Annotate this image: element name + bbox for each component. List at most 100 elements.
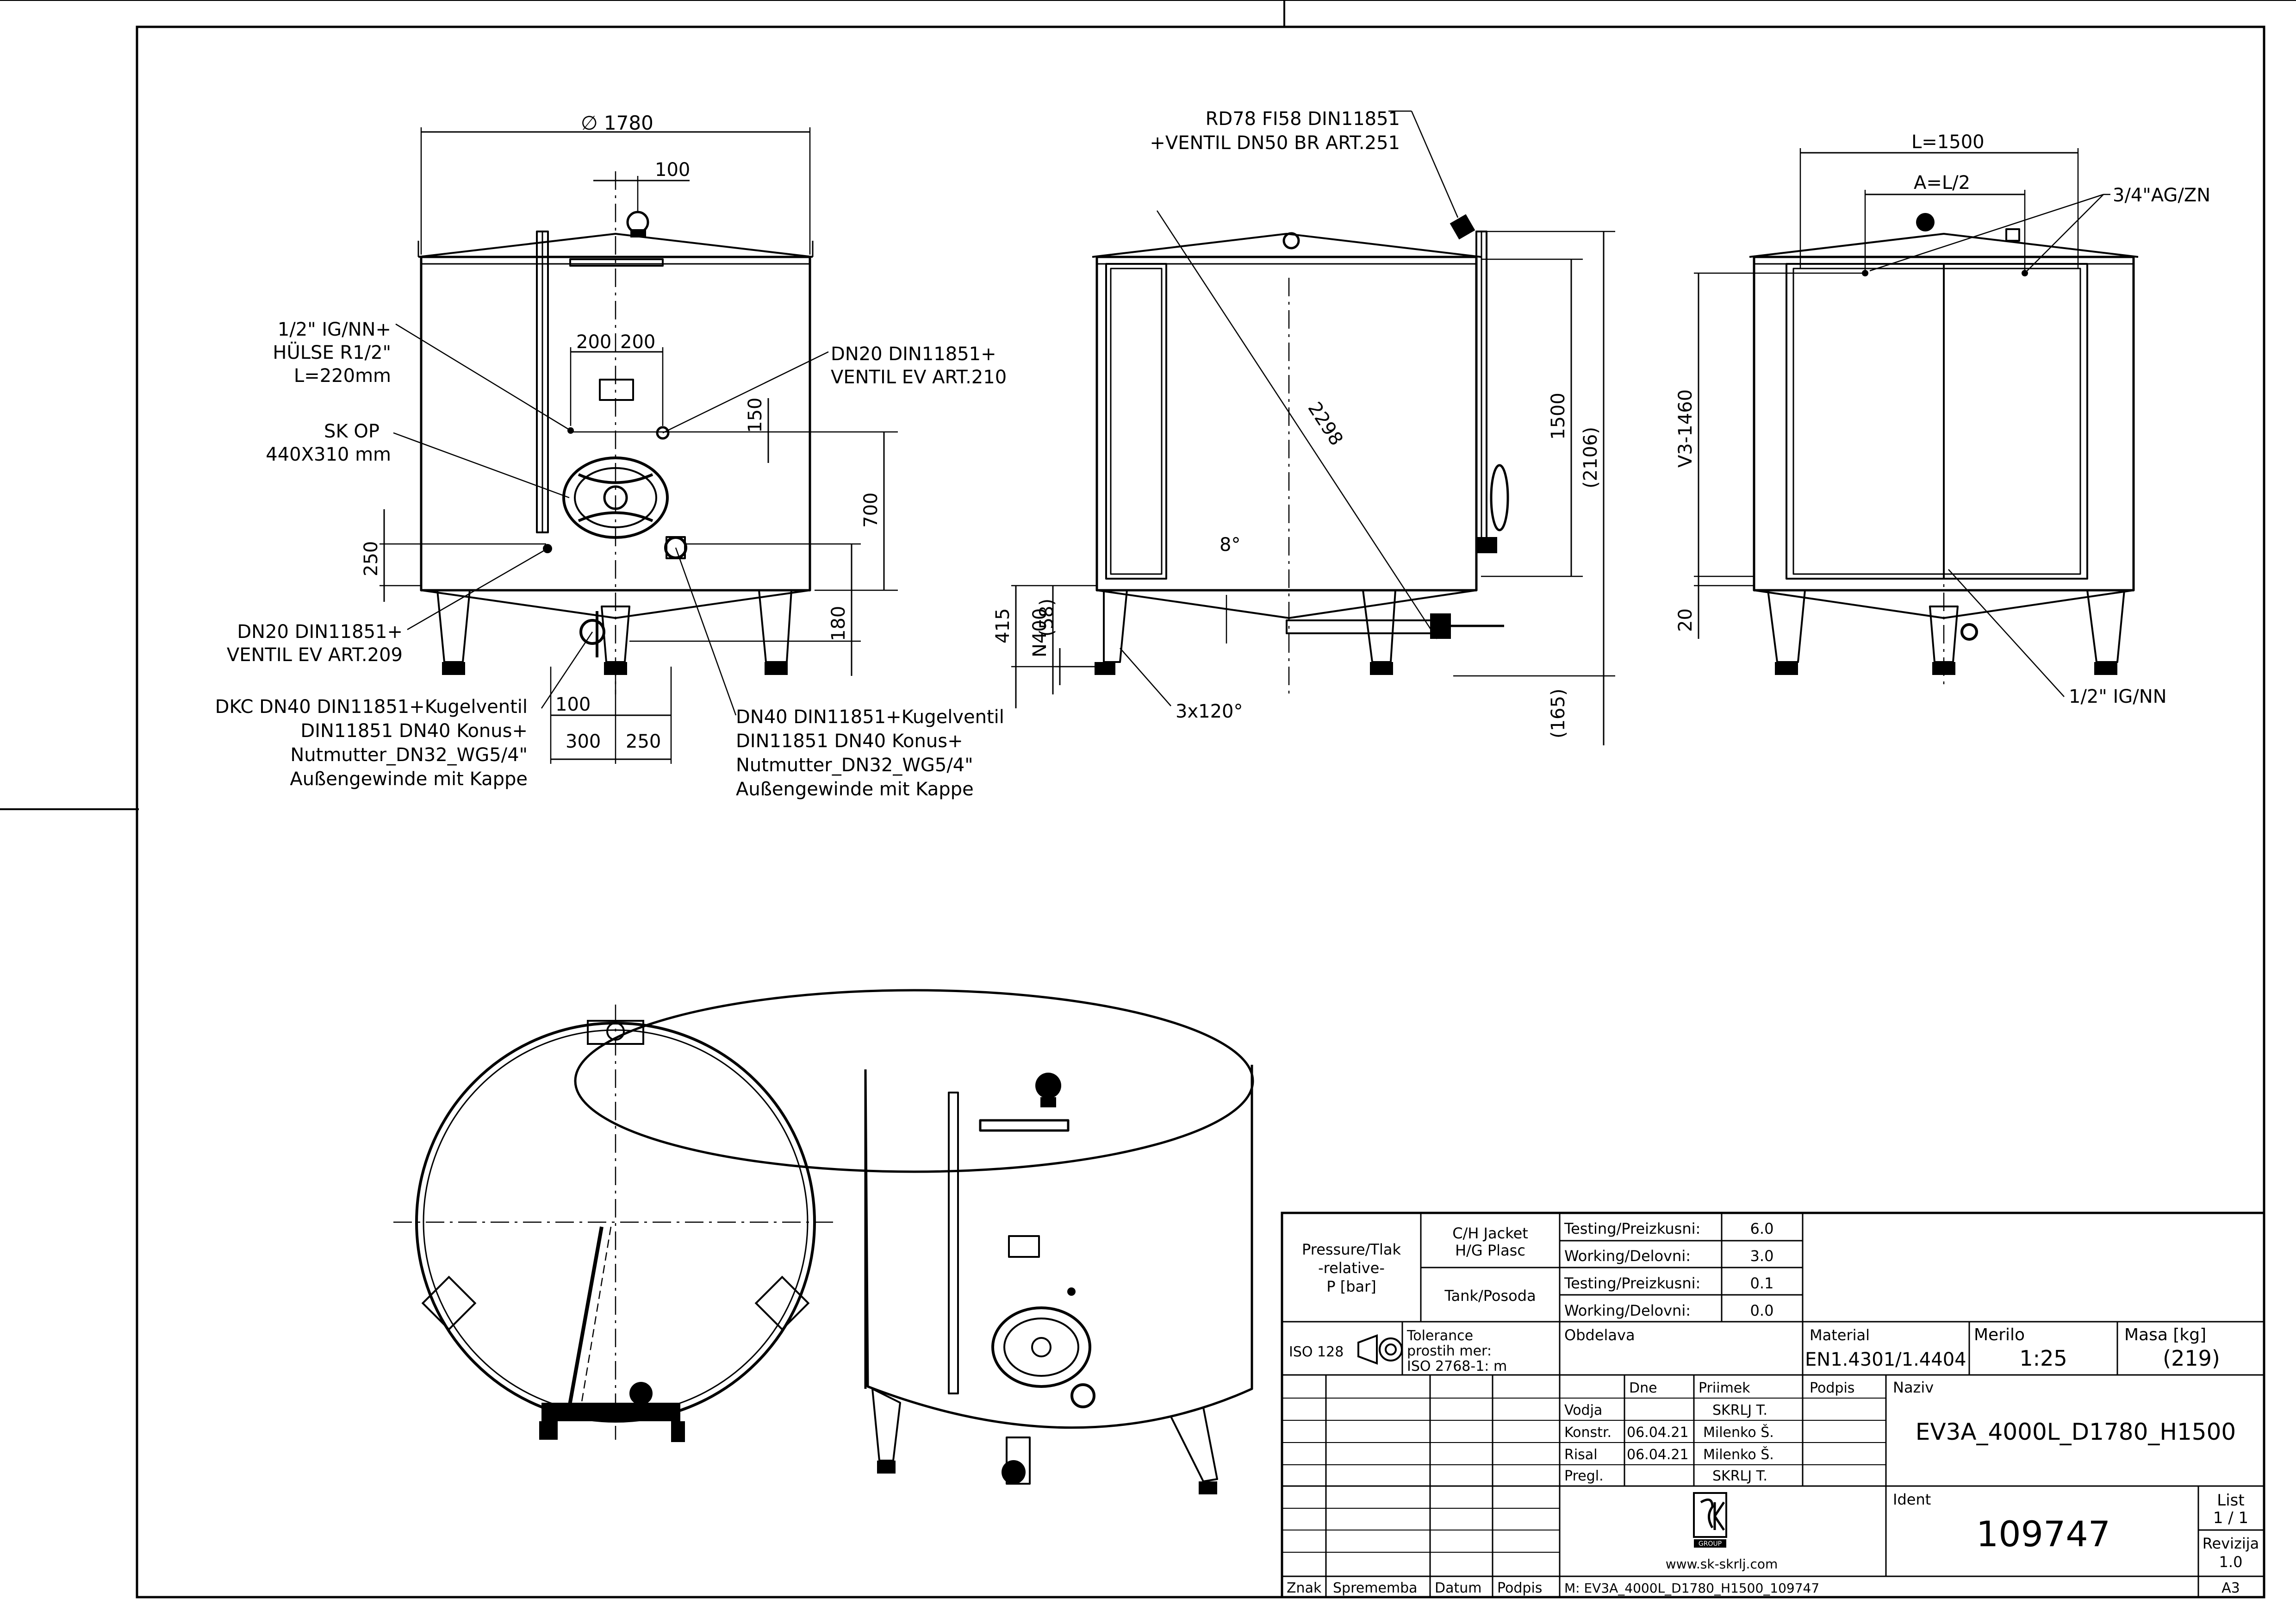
logo-text: GROUP (1699, 1540, 1722, 1548)
person-name-4: SKRLJ T. (1712, 1468, 1767, 1484)
dim-angle: 8° (1220, 534, 1240, 556)
znak-label: Znak (1287, 1580, 1322, 1596)
callout-half-inch: 1/2" IG/NN (2069, 686, 2167, 707)
dim-100-bottom: 100 (555, 694, 591, 715)
dim-v3: V3-1460 (1675, 389, 1696, 468)
list-label: List (2217, 1491, 2244, 1510)
side-view: RD78 FI58 DIN11851 +VENTIL DN50 BR ART.2… (992, 108, 1615, 745)
dim-58: (58) (1036, 599, 1058, 637)
callout-dn40-2: DIN11851 DN40 Konus+ (736, 731, 963, 752)
merilo-value: 1:25 (2019, 1346, 2067, 1371)
dim-diameter: ∅ 1780 (581, 112, 653, 134)
row-value-1: 6.0 (1750, 1220, 1774, 1237)
callout-rd78-1: RD78 FI58 DIN11851 (1206, 108, 1400, 130)
col-dne: Dne (1629, 1380, 1657, 1396)
material-label: Material (1810, 1326, 1870, 1344)
format: A3 (2221, 1580, 2240, 1596)
col-podpis: Podpis (1810, 1380, 1854, 1396)
callout-dkc-2: DIN11851 DN40 Konus+ (300, 720, 528, 742)
dim-300: 300 (566, 731, 601, 752)
person-role-3: Risal (1564, 1447, 1598, 1463)
website: www.sk-skrlj.com (1666, 1556, 1778, 1572)
dim-150: 150 (745, 398, 766, 433)
dim-165: (165) (1548, 688, 1569, 738)
projection-symbol (1357, 1334, 1403, 1365)
callout-dn40-1: DN40 DIN11851+Kugelventil (736, 706, 1004, 728)
revizija-value: 1.0 (2219, 1553, 2243, 1571)
masa-label: Masa [kg] (2124, 1325, 2206, 1344)
datum-label: Datum (1435, 1580, 1481, 1596)
naziv-value: EV3A_4000L_D1780_H1500 (1916, 1418, 2236, 1445)
dim-diagonal: 2298 (1304, 398, 1347, 449)
pressure-label-3: P [bar] (1326, 1278, 1376, 1295)
dim-700: 700 (860, 493, 882, 528)
material-value: EN1.4301/1.4404 (1805, 1349, 1966, 1370)
callout-dn40-4: Außengewinde mit Kappe (736, 779, 974, 800)
callout-dkc-3: Nutmutter_DN32_WG5/4" (290, 744, 528, 766)
front-view: ∅ 1780 100 200 200 150 700 250 180 100 3… (215, 112, 1007, 800)
sprememba-label: Sprememba (1333, 1580, 1418, 1596)
callout-dn20-209-2: VENTIL EV ART.209 (227, 644, 403, 666)
person-date-3: 06.04.21 (1627, 1447, 1689, 1463)
callout-dn20-210-1: DN20 DIN11851+ (831, 344, 996, 365)
callout-rd78-2: +VENTIL DN50 BR ART.251 (1150, 132, 1400, 154)
row-value-2: 3.0 (1750, 1247, 1774, 1265)
tolerance-3: ISO 2768-1: m (1407, 1358, 1507, 1374)
col-priimek: Priimek (1699, 1380, 1750, 1396)
back-view: L=1500 A=L/2 3/4"AG/ZN V3-1460 20 1/2" I… (1675, 131, 2210, 707)
dim-1500: 1500 (1548, 393, 1569, 440)
podpis-label: Podpis (1497, 1580, 1542, 1596)
callout-three-quarter: 3/4"AG/ZN (2113, 185, 2210, 206)
row-label-2: Working/Delovni: (1564, 1247, 1691, 1265)
person-name-3: Milenko Š. (1703, 1446, 1774, 1463)
dim-180: 180 (828, 606, 849, 641)
callout-dn20-210-2: VENTIL EV ART.210 (831, 367, 1007, 388)
sk-group-logo: GROUP (1693, 1492, 1727, 1548)
callout-dkc-4: Außengewinde mit Kappe (290, 768, 528, 790)
row-value-3: 0.1 (1750, 1274, 1774, 1292)
row-label-4: Working/Delovni: (1564, 1302, 1691, 1319)
dim-n400: N400 (1029, 608, 1051, 657)
person-role-2: Konstr. (1564, 1424, 1612, 1441)
revizija-label: Revizija (2203, 1535, 2259, 1552)
callout-sleeve-1: 1/2" IG/NN+ (278, 319, 391, 340)
title-block: Pressure/Tlak -relative- P [bar] C/H Jac… (1281, 1212, 2265, 1599)
callout-sleeve-2: HÜLSE R1/2" (273, 341, 391, 363)
merilo-label: Merilo (1974, 1325, 2025, 1344)
model-file: M: EV3A_4000L_D1780_H1500_109747 (1564, 1580, 1819, 1596)
jacket-label-1: C/H Jacket (1452, 1224, 1528, 1242)
row-label-3: Testing/Preizkusni: (1564, 1274, 1700, 1292)
person-date-2: 06.04.21 (1627, 1424, 1689, 1441)
row-value-4: 0.0 (1750, 1302, 1774, 1319)
dim-250: 250 (361, 541, 382, 576)
jacket-label-2: H/G Plasc (1455, 1242, 1525, 1259)
obdelava-label: Obdelava (1564, 1326, 1635, 1344)
callout-dn20-209-1: DN20 DIN11851+ (237, 621, 403, 643)
isometric-view (574, 989, 1254, 1494)
dim-2106: (2106) (1580, 427, 1601, 488)
dim-half-length: A=L/2 (1914, 172, 1970, 194)
callout-sleeve-3: L=220mm (294, 365, 391, 387)
person-name-1: SKRLJ T. (1712, 1402, 1767, 1418)
dim-250-bottom: 250 (626, 731, 661, 752)
tolerance-2: prostih mer: (1407, 1343, 1492, 1359)
dim-offset: 100 (655, 159, 690, 181)
dim-length: L=1500 (1911, 131, 1985, 153)
iso-standard: ISO 128 (1289, 1344, 1344, 1360)
ident-label: Ident (1893, 1491, 1931, 1508)
callout-dn40-3: Nutmutter_DN32_WG5/4" (736, 755, 973, 776)
dim-20: 20 (1675, 608, 1696, 632)
dim-200-left: 200 (576, 331, 611, 353)
tank-label: Tank/Posoda (1444, 1287, 1536, 1305)
ident-value: 109747 (1976, 1513, 2110, 1555)
list-value: 1 / 1 (2213, 1509, 2248, 1527)
callout-manhole-1: SK OP (324, 421, 380, 442)
top-view (393, 1005, 838, 1442)
tolerance-1: Tolerance (1406, 1328, 1473, 1344)
person-role-4: Pregl. (1564, 1468, 1604, 1484)
naziv-label: Naziv (1893, 1379, 1934, 1396)
dim-415: 415 (992, 608, 1014, 643)
pressure-label-1: Pressure/Tlak (1302, 1241, 1401, 1258)
